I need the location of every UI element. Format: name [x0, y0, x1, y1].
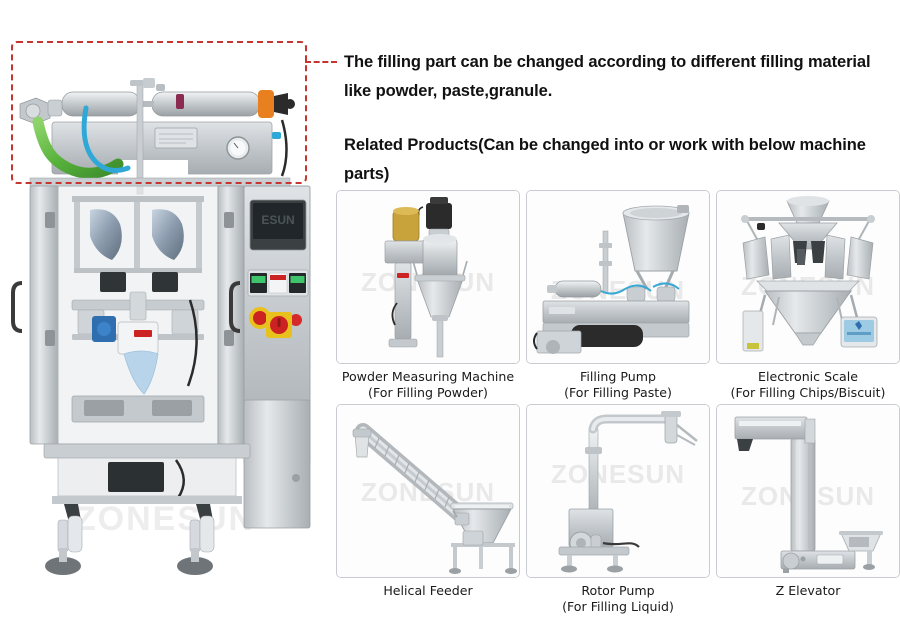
- callout-connector-line: [305, 61, 337, 63]
- product-image-z-elevator-conveyor[interactable]: ZONESUN: [716, 404, 900, 578]
- product-bag: [123, 350, 159, 395]
- product-item[interactable]: ZONESUN: [526, 404, 710, 615]
- product-label: Filling Pump (For Filling Paste): [564, 369, 672, 400]
- discharge-spout: [354, 434, 370, 458]
- product-item[interactable]: ZONESUN: [336, 190, 520, 401]
- feeder-motor: [462, 530, 484, 546]
- related-products-headline: Related Products(Can be changed into or …: [344, 136, 866, 183]
- filling-pump-module: [19, 78, 295, 195]
- product-image-powder-auger-filler[interactable]: ZONESUN: [336, 190, 520, 364]
- svg-text:ESUN: ESUN: [261, 213, 294, 227]
- product-item[interactable]: ZONESUN: [526, 190, 710, 401]
- product-label: Powder Measuring Machine (For Filling Po…: [341, 369, 515, 400]
- pneumatic-cylinder: [554, 280, 602, 298]
- product-item[interactable]: ZONESUN: [716, 190, 900, 401]
- discharge-chute: [737, 439, 753, 451]
- product-image-rotor-pump[interactable]: ZONESUN: [526, 404, 710, 578]
- auger-motor: [426, 203, 452, 229]
- product-item[interactable]: ZONESUN: [716, 404, 900, 615]
- main-machine-image: ZONESUN: [0, 0, 337, 640]
- related-products-grid: ZONESUN: [336, 190, 900, 615]
- filling-part-headline: The filling part can be changed accordin…: [344, 53, 871, 100]
- lower-black-box: [108, 462, 164, 492]
- product-item[interactable]: ZONESUN: [336, 404, 520, 615]
- card-watermark: ZONESUN: [551, 459, 685, 489]
- brass-cylinder: [392, 210, 420, 242]
- product-label: Rotor Pump (For Filling Liquid): [562, 583, 674, 614]
- film-bag-left: [90, 209, 122, 260]
- elevator-tower: [790, 438, 816, 552]
- product-image-helical-screw-feeder[interactable]: ZONESUN: [336, 404, 520, 578]
- machine-base-and-feet: [43, 443, 251, 575]
- discharge-arm: [734, 416, 808, 440]
- product-image-multihead-weigher[interactable]: ZONESUN: [716, 190, 900, 364]
- sensor-purple: [176, 94, 184, 109]
- filling-nozzle: [664, 412, 678, 444]
- related-products-panel: The filling part can be changed accordin…: [330, 0, 900, 640]
- product-image-piston-filling-pump[interactable]: ZONESUN: [526, 190, 710, 364]
- film-bag-right: [152, 209, 184, 260]
- indicator-light: [290, 314, 302, 326]
- adjustable-foot-right: [177, 557, 213, 575]
- conveyor-belt: [571, 325, 643, 347]
- product-label: Helical Feeder: [383, 583, 473, 598]
- adjustable-foot-left: [45, 557, 81, 575]
- orange-knob: [258, 90, 274, 118]
- paste-hopper: [622, 212, 690, 272]
- blue-hose: [81, 105, 131, 173]
- machine-watermark: ZONESUN: [75, 500, 255, 538]
- product-label: Electronic Scale (For Filling Chips/Bisc…: [730, 369, 886, 400]
- product-label: Z Elevator: [775, 583, 841, 598]
